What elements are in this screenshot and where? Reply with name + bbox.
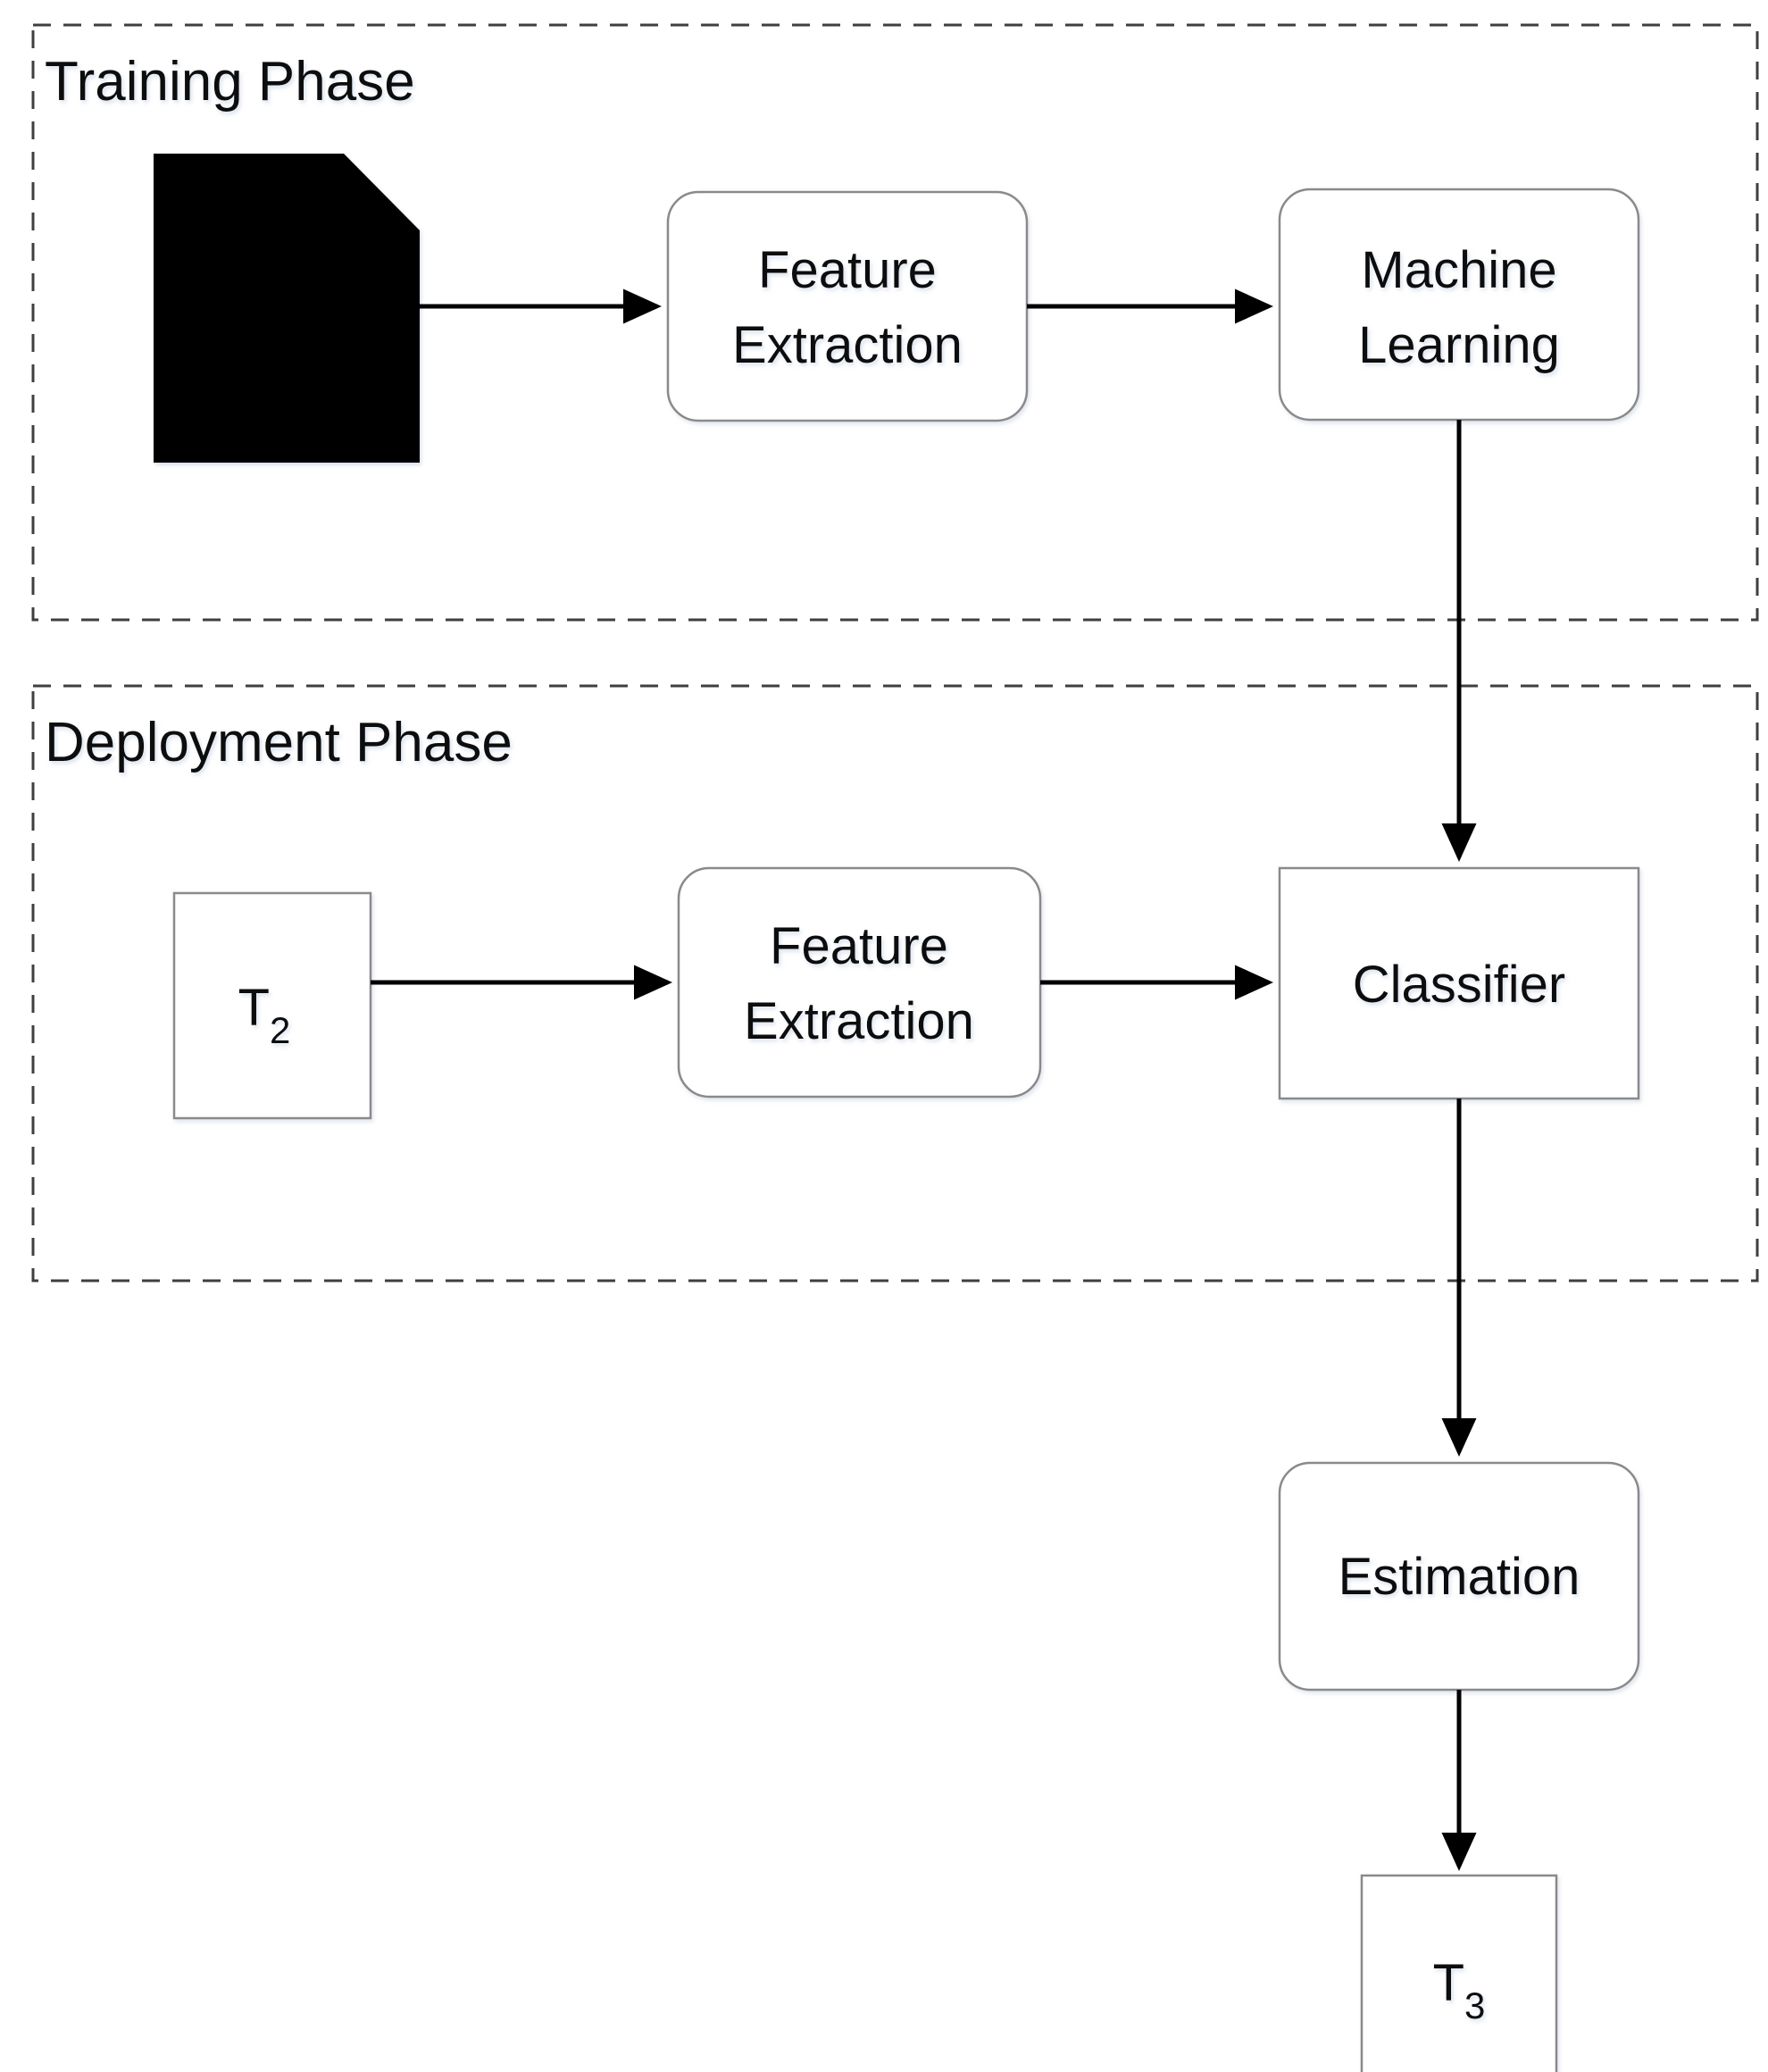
document-icon [154, 154, 420, 463]
machine-learning-box[interactable] [1278, 188, 1640, 422]
node-t3[interactable]: T3 [1360, 1874, 1558, 2072]
feature-extraction-train-label-line2: Extraction [732, 316, 963, 374]
deployment-phase-border [31, 684, 1759, 1282]
node-t2[interactable]: T2 [172, 891, 372, 1120]
phase-container-training: Training Phase [31, 23, 1759, 622]
feature-extraction-train-box[interactable] [666, 190, 1029, 422]
classifier-label: Classifier [1353, 956, 1566, 1014]
machine-learning-label-line2: Learning [1358, 316, 1560, 374]
feature-extraction-deploy-label-line1: Feature [770, 917, 948, 975]
document-icon-fold [341, 184, 389, 255]
t3-label-base: T [1433, 1954, 1464, 2012]
document-icon-line-3 [207, 307, 366, 323]
document-icon-line-1 [207, 221, 330, 238]
phase-container-deployment: Deployment Phase [31, 684, 1759, 1282]
training-phase-title: Training Phase [45, 51, 415, 113]
document-icon-line-2 [207, 264, 366, 280]
node-machine-learning[interactable]: Machine Learning [1278, 188, 1640, 422]
deployment-phase-title: Deployment Phase [45, 712, 513, 773]
document-icon-line-4 [207, 350, 366, 366]
node-classifier[interactable]: Classifier [1278, 866, 1640, 1100]
node-feature-extraction-train[interactable]: Feature Extraction [666, 190, 1029, 422]
estimation-label: Estimation [1339, 1548, 1580, 1606]
node-estimation[interactable]: Estimation [1278, 1461, 1640, 1692]
training-phase-border [31, 23, 1759, 622]
machine-learning-label-line1: Machine [1361, 241, 1556, 299]
document-icon-line-5 [207, 393, 366, 409]
t3-label-subscript: 3 [1464, 1984, 1485, 2026]
t2-box[interactable] [172, 891, 372, 1120]
t3-box[interactable] [1360, 1874, 1558, 2072]
node-feature-extraction-deploy[interactable]: Feature Extraction [677, 866, 1042, 1099]
feature-extraction-train-label-line1: Feature [758, 241, 937, 299]
t2-label-subscript: 2 [270, 1009, 290, 1051]
classifier-box[interactable] [1278, 866, 1640, 1100]
t3-label: T3 [1433, 1954, 1486, 2026]
feature-extraction-deploy-box[interactable] [677, 866, 1042, 1099]
t2-label-base: T [238, 979, 270, 1037]
t2-label: T2 [238, 979, 291, 1051]
feature-extraction-deploy-label-line2: Extraction [744, 992, 974, 1050]
